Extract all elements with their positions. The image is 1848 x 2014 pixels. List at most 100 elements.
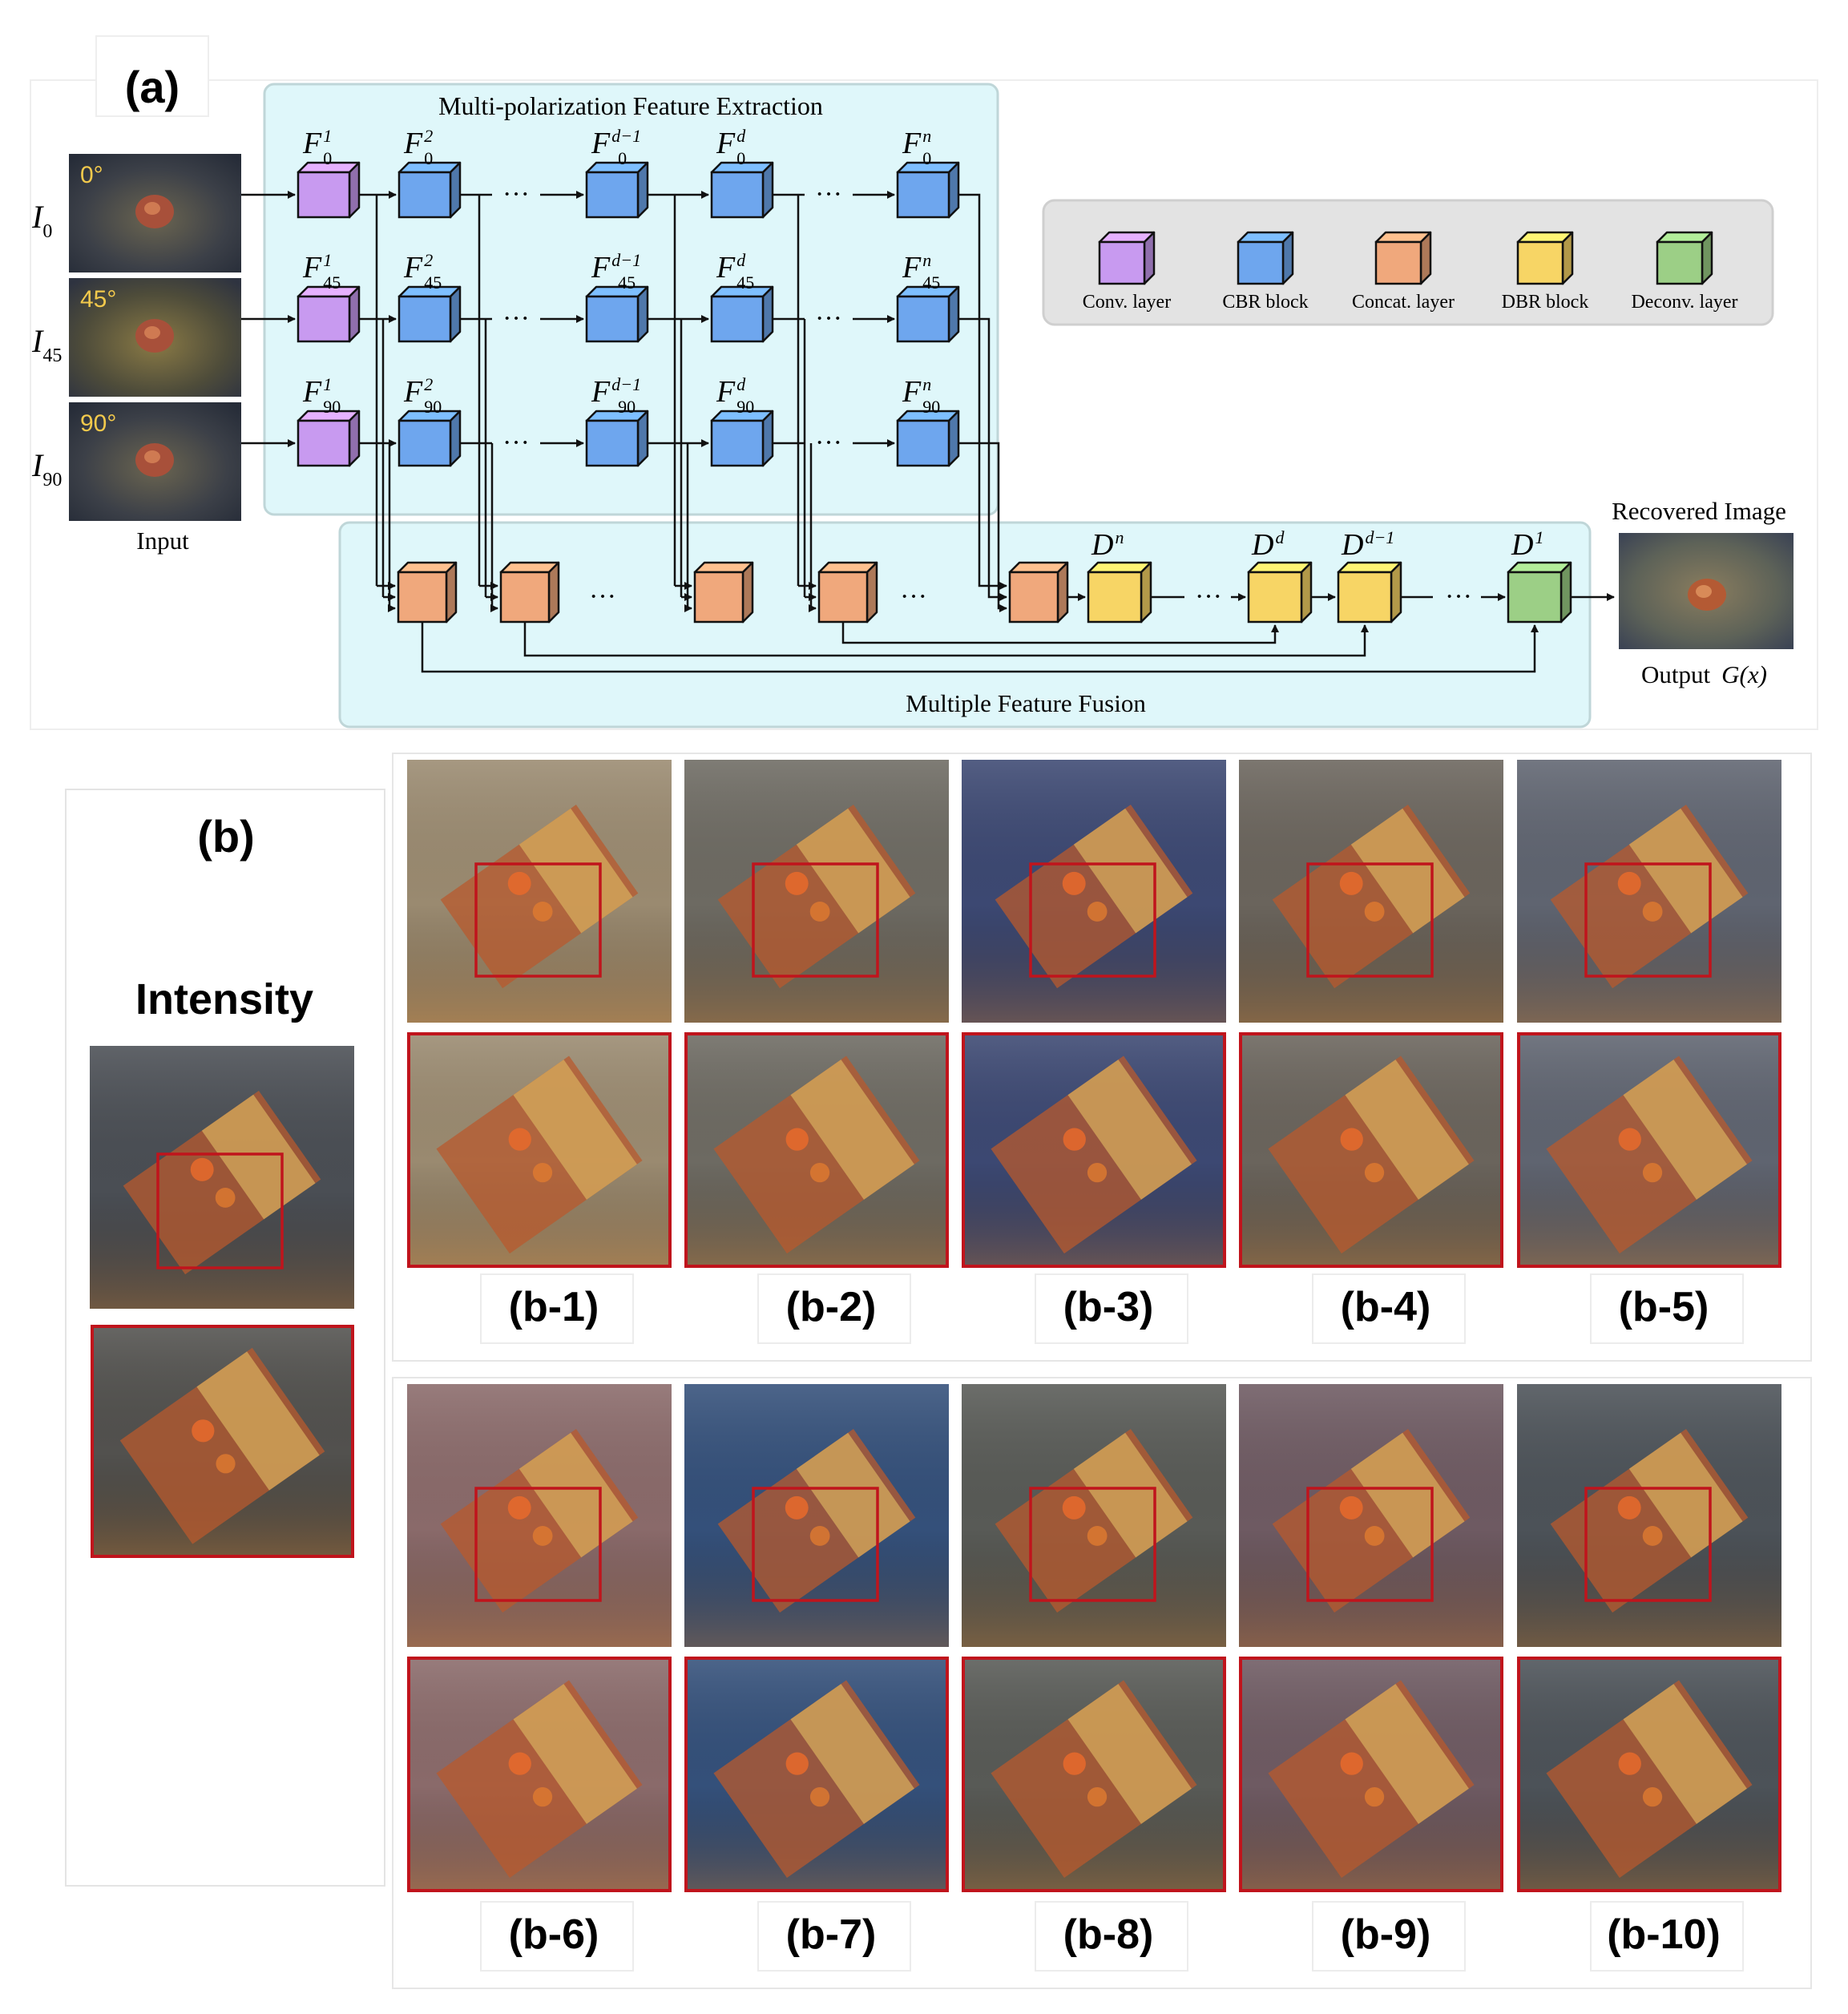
caption-box bbox=[1035, 1273, 1188, 1344]
cbr-block-cube bbox=[710, 161, 774, 219]
method-row2-image-2 bbox=[684, 1384, 949, 1647]
panel-a: (a) Multi-polarization Feature Extractio… bbox=[30, 35, 1818, 730]
caption-box bbox=[757, 1273, 911, 1344]
legend-label: DBR block bbox=[1502, 292, 1589, 313]
roi-box bbox=[1029, 862, 1156, 978]
concat-layer-cube bbox=[499, 561, 560, 624]
roi-box bbox=[1306, 862, 1434, 978]
roi-box bbox=[752, 1487, 879, 1602]
method-row2-zoom-1 bbox=[407, 1657, 672, 1892]
method-row2-zoom-4 bbox=[1239, 1657, 1503, 1892]
ellipsis: ··· bbox=[1195, 582, 1222, 611]
connector-line bbox=[958, 442, 1007, 612]
output-image bbox=[1619, 533, 1794, 649]
cbr-block-cube bbox=[710, 410, 774, 467]
method-row1-zoom-4 bbox=[1239, 1032, 1503, 1268]
deconv-layer-cube bbox=[1507, 561, 1572, 624]
caption-label: (b-10) bbox=[1607, 1911, 1721, 1958]
legend-label: Conv. layer bbox=[1083, 292, 1171, 313]
caption-box bbox=[1590, 1901, 1744, 1972]
ellipsis: ··· bbox=[815, 428, 842, 458]
legend-cube bbox=[1656, 231, 1713, 285]
skip-connection bbox=[841, 622, 1279, 644]
panel-b-label: (b) bbox=[197, 811, 255, 862]
connector-line bbox=[958, 193, 1007, 590]
roi-box bbox=[1584, 862, 1712, 978]
caption-label: (b-3) bbox=[1063, 1284, 1154, 1330]
caption-label: (b-6) bbox=[509, 1911, 599, 1958]
legend-label: Concat. layer bbox=[1352, 292, 1455, 313]
cbr-block-cube bbox=[896, 161, 960, 219]
cbr-block-cube bbox=[710, 285, 774, 343]
extraction-title: Multi-polarization Feature Extraction bbox=[438, 91, 823, 120]
roi-box bbox=[1029, 1487, 1156, 1602]
caption-label: (b-1) bbox=[509, 1284, 599, 1330]
caption-box bbox=[757, 1901, 911, 1972]
ellipsis: ··· bbox=[815, 304, 842, 333]
skip-connection bbox=[421, 622, 1539, 673]
method-row1-zoom-1 bbox=[407, 1032, 672, 1268]
caption-label: (b-4) bbox=[1341, 1284, 1431, 1330]
dbr-block-cube bbox=[1087, 561, 1152, 624]
cbr-block-cube bbox=[585, 285, 649, 343]
ellipsis: ··· bbox=[1445, 582, 1472, 611]
dbr-block-cube bbox=[1337, 561, 1402, 624]
fusion-title: Multiple Feature Fusion bbox=[906, 689, 1146, 717]
cbr-block-cube bbox=[896, 285, 960, 343]
row-frame bbox=[392, 1377, 1812, 1989]
input-caption: Input bbox=[136, 527, 189, 555]
output-title: Recovered Image bbox=[1612, 497, 1786, 525]
ellipsis: ··· bbox=[502, 304, 530, 333]
ellipsis: ··· bbox=[815, 180, 842, 209]
method-row2-image-5 bbox=[1517, 1384, 1781, 1647]
legend-cube bbox=[1374, 231, 1432, 285]
caption-box bbox=[480, 1901, 634, 1972]
concat-layer-cube bbox=[397, 561, 458, 624]
method-row1-image-4 bbox=[1239, 760, 1503, 1023]
cbr-block-cube bbox=[397, 285, 462, 343]
input-image-90: 90° bbox=[69, 402, 241, 521]
cbr-block-cube bbox=[397, 161, 462, 219]
method-row1-zoom-2 bbox=[684, 1032, 949, 1268]
method-row1-zoom-3 bbox=[962, 1032, 1226, 1268]
caption-label: (b-2) bbox=[786, 1284, 877, 1330]
ellipsis: ··· bbox=[900, 582, 927, 611]
legend-label: CBR block bbox=[1222, 292, 1308, 313]
roi-box bbox=[474, 862, 602, 978]
method-row1-image-5 bbox=[1517, 760, 1781, 1023]
caption-label: (b-5) bbox=[1619, 1284, 1709, 1330]
cbr-block-cube bbox=[585, 161, 649, 219]
method-row2-zoom-2 bbox=[684, 1657, 949, 1892]
roi-box bbox=[156, 1152, 284, 1269]
input-image-45: 45° bbox=[69, 278, 241, 397]
conv-layer-cube bbox=[297, 161, 361, 219]
angle-label: 0° bbox=[80, 162, 103, 188]
legend-cube bbox=[1098, 231, 1156, 285]
intensity-title: Intensity bbox=[135, 975, 313, 1023]
row-frame bbox=[392, 753, 1812, 1362]
cbr-block-cube bbox=[397, 410, 462, 467]
method-row2-image-4 bbox=[1239, 1384, 1503, 1647]
caption-box bbox=[1312, 1273, 1466, 1344]
caption-label: (b-9) bbox=[1341, 1911, 1431, 1958]
ellipsis: ··· bbox=[502, 180, 530, 209]
method-row1-image-2 bbox=[684, 760, 949, 1023]
method-row1-image-3 bbox=[962, 760, 1226, 1023]
method-row2-zoom-5 bbox=[1517, 1657, 1781, 1892]
cbr-block-cube bbox=[585, 410, 649, 467]
roi-box bbox=[474, 1487, 602, 1602]
intensity-image bbox=[90, 1046, 354, 1309]
cbr-block-cube bbox=[896, 410, 960, 467]
method-row1-image-1 bbox=[407, 760, 672, 1023]
caption-box bbox=[1035, 1901, 1188, 1972]
caption-box bbox=[1312, 1901, 1466, 1972]
method-row2-zoom-3 bbox=[962, 1657, 1226, 1892]
intensity-zoom-image bbox=[91, 1325, 354, 1558]
concat-layer-cube bbox=[693, 561, 754, 624]
method-row2-image-1 bbox=[407, 1384, 672, 1647]
panel-b: (b) Intensity (b-1) (b-2) (b-3) (b-4) (b-5) (… bbox=[65, 753, 1812, 1989]
concat-layer-cube bbox=[1008, 561, 1069, 624]
panel-a-label: (a) bbox=[125, 62, 180, 112]
conv-layer-cube bbox=[297, 410, 361, 467]
